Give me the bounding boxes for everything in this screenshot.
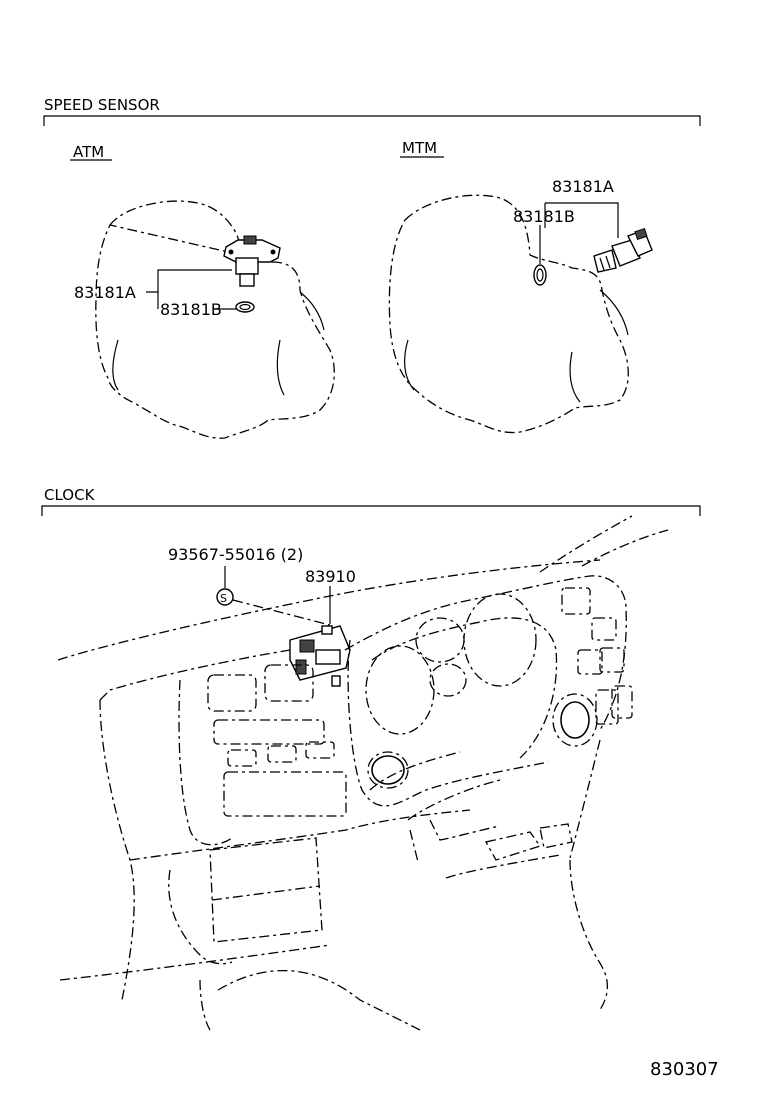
atm-o-ring-part-number: 83181B bbox=[160, 300, 222, 319]
mtm-case-rib bbox=[569, 351, 581, 403]
mtm-sensor-leader bbox=[545, 202, 619, 238]
speed-sensor-bracket bbox=[43, 115, 701, 126]
atm-speed-sensor bbox=[223, 235, 281, 287]
mtm-label: MTM bbox=[402, 139, 437, 157]
clock-unit bbox=[289, 625, 351, 687]
clock-title: CLOCK bbox=[44, 486, 96, 504]
atm-o-ring bbox=[235, 301, 255, 313]
atm-o-ring-inner bbox=[239, 303, 251, 311]
mtm-transmission-outline bbox=[388, 194, 629, 434]
atm-sensor-leader bbox=[146, 269, 232, 293]
screw-part-number: 93567-55016 (2) bbox=[168, 545, 303, 564]
atm-label: ATM bbox=[73, 143, 104, 161]
mtm-case-rib bbox=[599, 289, 629, 336]
clock-bracket bbox=[41, 505, 701, 516]
mtm-case-rib bbox=[404, 339, 415, 391]
mtm-sensor-part-number: 83181A bbox=[552, 177, 614, 196]
clock-part-number: 83910 bbox=[305, 567, 356, 586]
screw-install-line bbox=[232, 599, 331, 626]
atm-case-rib bbox=[299, 291, 325, 331]
atm-case-rib bbox=[112, 339, 119, 391]
speed-sensor-title: SPEED SENSOR bbox=[44, 96, 160, 114]
reference-number: 830307 bbox=[650, 1059, 719, 1080]
mtm-o-ring bbox=[533, 264, 547, 286]
atm-transmission-outline bbox=[95, 200, 335, 439]
mtm-group: MTM 83181A 83181B bbox=[388, 139, 653, 434]
dashboard-outline bbox=[57, 515, 669, 1031]
screw-symbol-circle bbox=[216, 588, 234, 606]
atm-group: ATM 83181A 83181B bbox=[70, 143, 335, 439]
screw-symbol: S bbox=[220, 592, 227, 605]
atm-case-rib bbox=[276, 339, 285, 396]
mtm-speed-sensor bbox=[593, 228, 653, 273]
speed-sensor-section: SPEED SENSOR ATM bbox=[43, 96, 701, 439]
mtm-o-ring-part-number: 83181B bbox=[513, 207, 575, 226]
atm-sensor-part-number: 83181A bbox=[74, 283, 136, 302]
mtm-o-ring-inner bbox=[536, 268, 544, 282]
clock-section: CLOCK 93567-55016 (2) 83910 S bbox=[41, 486, 701, 1031]
